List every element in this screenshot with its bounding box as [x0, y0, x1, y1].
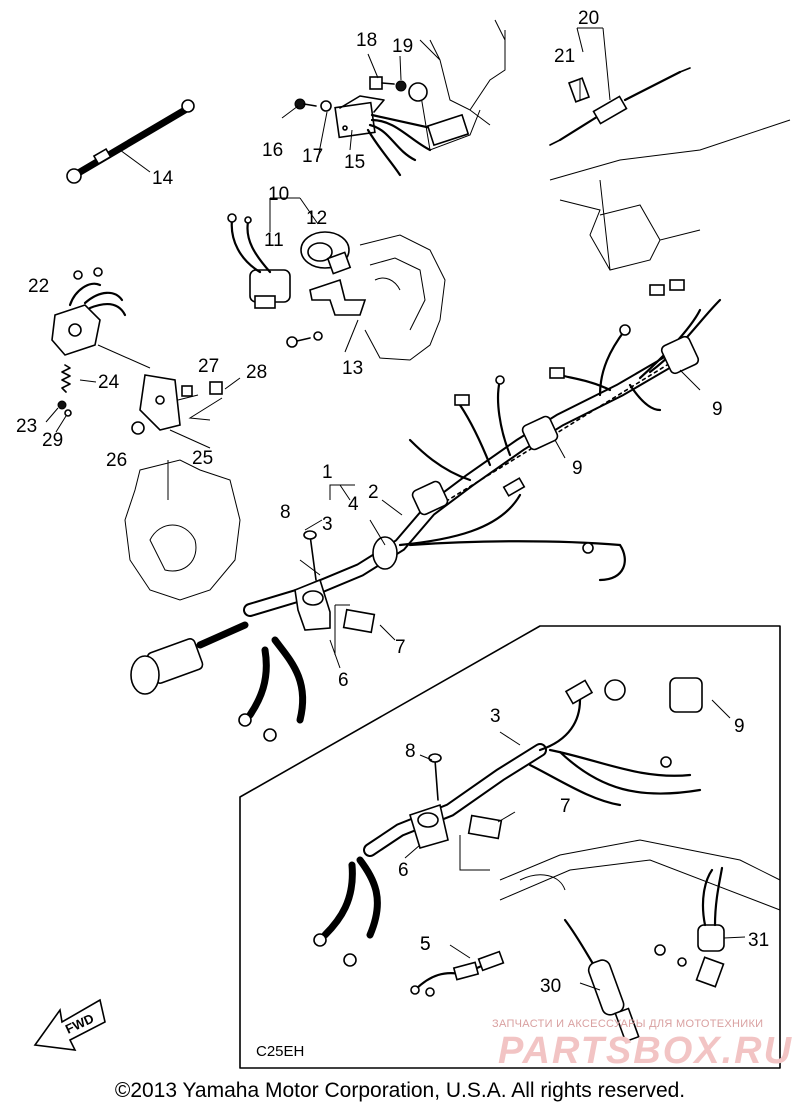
washer-19: [395, 80, 407, 92]
bolt-28: [209, 381, 223, 395]
part-5-cable: [410, 950, 505, 997]
callout-11: 11: [264, 230, 284, 251]
callout-12: 12: [306, 208, 327, 229]
copyright-notice: ©2013 Yamaha Motor Corporation, U.S.A. A…: [114, 1079, 686, 1102]
ring-29: [64, 409, 72, 417]
engine-block-center: [359, 234, 446, 361]
clip-7: [342, 608, 376, 634]
callout-4: 4: [348, 494, 359, 515]
part-20-connector: [549, 67, 691, 146]
callout-23: 23: [16, 416, 37, 437]
inset-cowl: [499, 839, 781, 911]
watermark-text: ЗАПЧАСТИ И АКСЕССУАРЫ ДЛЯ МОТОТЕХНИКИ: [492, 1018, 764, 1030]
inset-frame: [239, 625, 781, 1069]
inset-callout-3: 3: [490, 706, 501, 727]
part-14-cable: [66, 99, 195, 184]
callout-22: 22: [28, 276, 49, 297]
callout-28: 28: [246, 362, 267, 383]
callout-1: 1: [322, 462, 333, 483]
callout-16: 16: [262, 140, 283, 161]
part-13-bracket: [286, 278, 367, 348]
inset-clip-7: [467, 814, 503, 840]
callout-29: 29: [42, 430, 63, 451]
inset-code: C25EH: [256, 1043, 305, 1060]
callout-20: 20: [578, 8, 599, 29]
watermark-logo: PARTSBOX.RU: [498, 1030, 794, 1072]
screw-8: [303, 530, 317, 581]
callout-31: 31: [748, 930, 769, 951]
callout-10: 10: [268, 184, 289, 205]
inset-screw-8: [428, 753, 442, 801]
part-6-clamp: [294, 578, 331, 631]
part-12-holder: [300, 231, 352, 275]
callout-14: 14: [152, 168, 174, 189]
callout-17: 17: [302, 146, 323, 167]
nut-26: [131, 421, 145, 435]
callout-3: 3: [322, 514, 333, 535]
engine-bracket-top: [419, 19, 506, 151]
inset-clamp-6: [409, 803, 449, 849]
inset-callout-9: 9: [734, 716, 745, 737]
fwd-arrow: FWD: [33, 998, 106, 1051]
bolt-18: [369, 76, 395, 90]
part-11-relay: [227, 213, 291, 309]
callout-19: 19: [392, 36, 413, 57]
washer-17: [320, 100, 332, 112]
engine-lower-left: [124, 459, 241, 601]
callout-18: 18: [356, 30, 377, 51]
part-22-switch: [51, 267, 127, 356]
callout-7: 7: [395, 637, 406, 658]
callout-15: 15: [344, 152, 365, 173]
bolt-27: [181, 385, 193, 397]
callout-6: 6: [338, 670, 349, 691]
callout-21: 21: [554, 46, 575, 67]
callout-24: 24: [98, 372, 120, 393]
callout-25: 25: [192, 448, 213, 469]
callout-30: 30: [540, 976, 561, 997]
part-31-switch: [654, 866, 725, 988]
screw-23: [57, 400, 67, 410]
inset-callout-8: 8: [405, 741, 416, 762]
callout-8: 8: [280, 502, 291, 523]
inset-harness: [313, 679, 702, 967]
callout-5: 5: [420, 934, 431, 955]
callout-26: 26: [106, 450, 127, 471]
inset-callout-7: 7: [560, 796, 571, 817]
bolt-16: [294, 98, 317, 110]
engine-cowl-right: [549, 119, 791, 271]
callout-13: 13: [342, 358, 363, 379]
inset-grommet-9: [669, 677, 703, 713]
callout-2: 2: [368, 482, 379, 503]
part-25-plate: [139, 374, 181, 431]
callout-9-secondary: 9: [572, 458, 583, 479]
spring-24: [61, 364, 71, 393]
part-30-sensor: [563, 918, 640, 1043]
callout-9: 9: [712, 399, 723, 420]
inset-callout-5: 5: [420, 934, 431, 955]
callout-27: 27: [198, 356, 219, 377]
part-15-rectifier: [334, 95, 442, 177]
inset-callout-6: 6: [398, 860, 409, 881]
main-harness: [130, 279, 722, 742]
